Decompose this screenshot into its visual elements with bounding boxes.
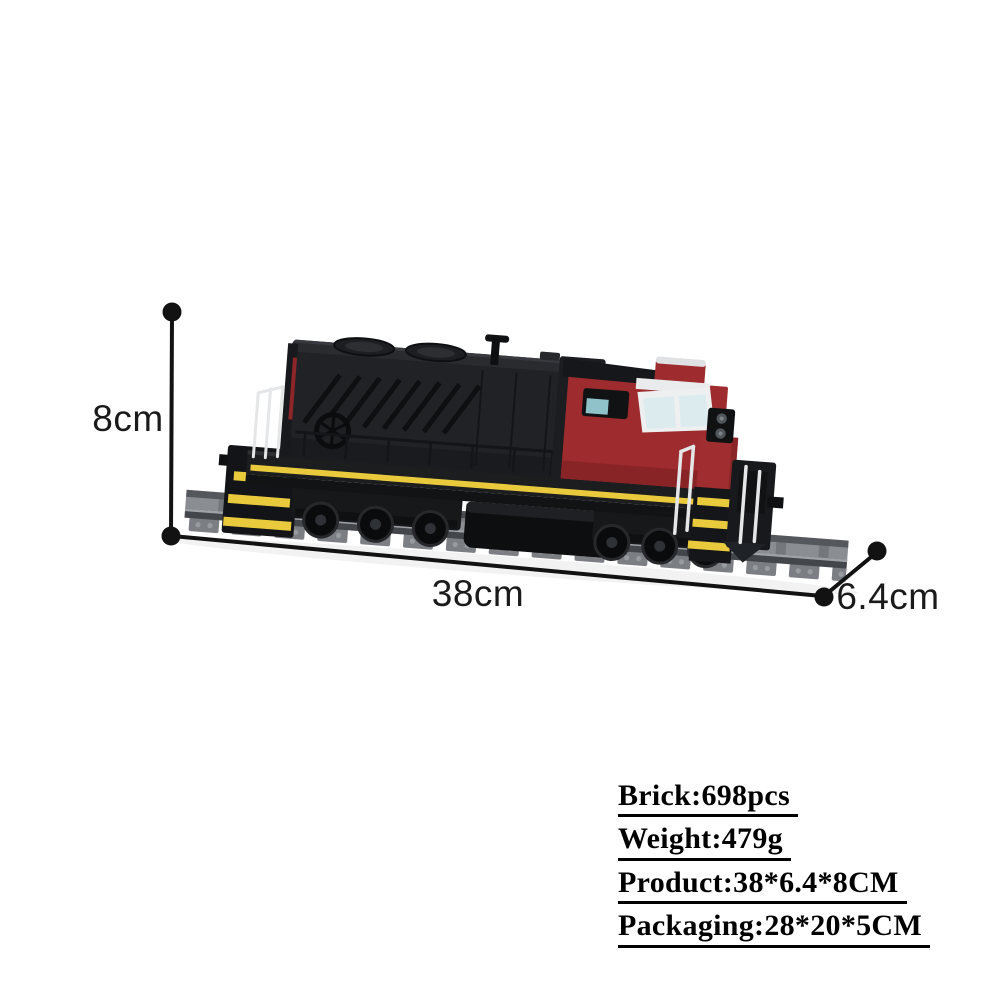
spec-product-size-text: Product:38*6.4*8CM (618, 865, 899, 899)
spec-weight: Weight:479g (618, 822, 791, 861)
front-step-stripe (687, 540, 731, 552)
spec-product-size: Product:38*6.4*8CM (618, 865, 907, 905)
length-dimension-label: 38cm (432, 573, 524, 614)
hood-louvers (302, 373, 482, 435)
headlight-block (706, 407, 736, 444)
roof-fans (333, 337, 467, 363)
handrails (251, 385, 762, 545)
front-step-stripe (696, 496, 732, 508)
locomotive (218, 334, 784, 569)
nose (696, 407, 739, 492)
dimension-endpoint-dot (867, 541, 887, 561)
spec-weight-text: Weight:479g (618, 822, 783, 856)
rear-step-stripe (227, 493, 291, 508)
spec-brick: Brick:698pcs (618, 779, 798, 818)
spec-list: Brick:698pcs Weight:479g Product:38*6.4*… (618, 779, 931, 954)
front-pilot-steps (687, 459, 784, 564)
dimension-endpoint-dot (161, 526, 181, 546)
train-and-track (163, 334, 858, 594)
spec-brick-text: Brick:698pcs (618, 779, 790, 812)
dimension-endpoint-dot (814, 587, 834, 607)
cab (560, 356, 728, 491)
dimension-line-length (171, 534, 823, 598)
depth-dimension-label: 6.4cm (836, 576, 939, 617)
windshield-mullion (673, 388, 682, 431)
rear-red-trim (288, 357, 298, 420)
hood-seams (474, 370, 552, 472)
snow-plow (722, 540, 767, 563)
dimension-line-height (169, 313, 174, 535)
height-dimension-label: 8cm (92, 398, 163, 439)
frame-yellow-stripe (250, 464, 734, 508)
dimension-line-depth (822, 551, 878, 598)
front-step-stripe (692, 518, 731, 530)
rear-step-stripe (222, 516, 292, 531)
dimension-annotations: 8cm 38cm 6.4cm (92, 302, 939, 617)
exhaust-stack (539, 351, 561, 361)
spec-packaging-size-text: Packaging:28*20*5CM (618, 909, 923, 943)
cab-side-glass (585, 398, 609, 415)
cab-roof-white-top (655, 356, 706, 367)
spec-packaging-size: Packaging:28*20*5CM (618, 909, 931, 948)
fuel-tank-highlight (466, 501, 616, 524)
front-coupler (766, 496, 784, 509)
roof-horn (485, 334, 510, 366)
dimension-endpoint-dot (162, 302, 182, 322)
